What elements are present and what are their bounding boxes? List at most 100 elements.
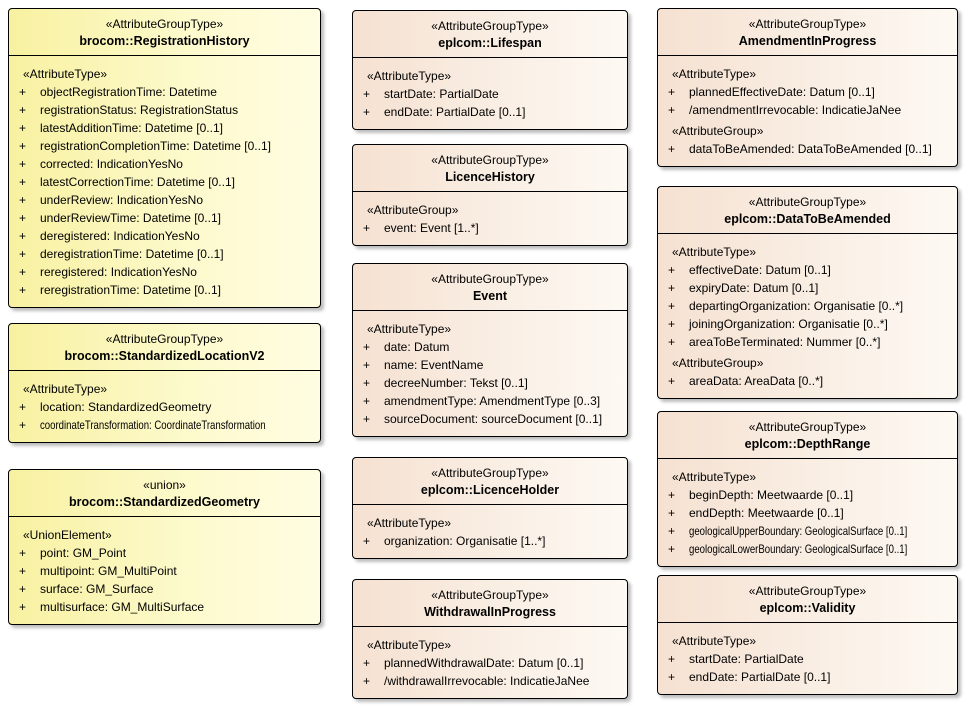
attribute-text: effectiveDate: Datum [0..1]: [689, 263, 831, 277]
attribute-text: startDate: PartialDate: [384, 87, 499, 101]
class-box-eplcom-data-to-be-amended[interactable]: «AttributeGroupType»eplcom::DataToBeAmen…: [657, 186, 958, 399]
column-left: «AttributeGroupType» brocom::Registration…: [8, 8, 321, 625]
attribute-text: amendmentType: AmendmentType [0..3]: [384, 394, 601, 408]
visibility-plus: +: [19, 229, 27, 243]
box-header: «union»brocom::StandardizedGeometry: [9, 470, 320, 517]
box-name: eplcom::Lifespan: [438, 36, 542, 50]
visibility-plus: +: [19, 157, 27, 171]
attribute-text: /withdrawalIrrevocable: IndicatieJaNee: [384, 674, 590, 688]
attribute-row: +location: StandardizedGeometry: [17, 398, 312, 416]
attribute-row: +joiningOrganization: Organisatie [0..*]: [666, 315, 949, 333]
visibility-plus: +: [19, 582, 27, 596]
box-body: «AttributeType» +location: StandardizedGe…: [9, 371, 320, 442]
attribute-section-label: «AttributeType»: [672, 67, 757, 81]
attribute-text: areaToBeTerminated: Nummer [0..*]: [689, 335, 881, 349]
class-box-eplcom-depth-range[interactable]: «AttributeGroupType»eplcom::DepthRange«A…: [657, 411, 958, 567]
box-name: brocom::StandardizedGeometry: [68, 495, 260, 509]
attribute-row: + /withdrawalIrrevocable: IndicatieJaNee: [361, 672, 619, 690]
box-name: eplcom::Validity: [759, 601, 856, 615]
box-name: eplcom::DepthRange: [744, 437, 871, 451]
attribute-row: +decreeNumber: Tekst [0..1]: [361, 374, 619, 392]
attribute-text: point: GM_Point: [40, 546, 127, 560]
box-stereotype: «AttributeGroupType»: [748, 584, 867, 598]
class-box-eplcom-licence-holder[interactable]: «AttributeGroupType»eplcom::LicenceHolde…: [352, 457, 628, 559]
box-stereotype: «union»: [143, 478, 186, 492]
box-body: «AttributeType» +beginDepth: Meetwaarde […: [658, 459, 957, 566]
attribute-row: + deregistered: IndicationYesNo: [17, 227, 312, 245]
visibility-plus: +: [363, 376, 371, 390]
attribute-text: latestCorrectionTime: Datetime [0..1]: [40, 175, 235, 189]
class-box-eplcom-lifespan[interactable]: «AttributeGroupType»eplcom::Lifespan«Att…: [352, 10, 628, 130]
attribute-row: +plannedWithdrawalDate: Datum [0..1]: [361, 654, 619, 672]
attribute-text: plannedWithdrawalDate: Datum [0..1]: [384, 656, 584, 670]
box-stereotype: «AttributeGroupType»: [105, 332, 224, 346]
attribute-text: areaData: AreaData [0..*]: [689, 374, 824, 388]
box-body: «AttributeType»+startDate: PartialDate+e…: [353, 58, 627, 129]
visibility-plus: +: [363, 358, 371, 372]
attribute-row: +reregistrationTime: Datetime [0..1]: [17, 281, 312, 299]
class-box-eplcom-validity[interactable]: «AttributeGroupType»eplcom::Validity«Att…: [657, 575, 958, 695]
visibility-plus: +: [668, 335, 676, 349]
attribute-text: objectRegistrationTime: Datetime: [40, 85, 217, 99]
attribute-text: /amendmentIrrevocable: IndicatieJaNee: [689, 103, 902, 117]
visibility-plus: +: [19, 85, 27, 99]
attribute-row: +sourceDocument: sourceDocument [0..1]: [361, 410, 619, 428]
box-header: «AttributeGroupType»brocom::Standardized…: [9, 324, 320, 371]
attribute-text: registrationStatus: RegistrationStatus: [40, 103, 239, 117]
attribute-row: + registrationCompletionTime: Datetime [0…: [17, 137, 312, 155]
visibility-plus: +: [668, 317, 676, 331]
attribute-row: +beginDepth: Meetwaarde [0..1]: [666, 486, 949, 504]
attribute-row: +latestCorrectionTime: Datetime [0..1]: [17, 173, 312, 191]
box-name: Event: [472, 289, 508, 303]
attribute-text: expiryDate: Datum [0..1]: [689, 281, 819, 295]
attribute-text: latestAdditionTime: Datetime [0..1]: [40, 121, 223, 135]
box-header: «AttributeGroupType»eplcom::Lifespan: [353, 11, 627, 58]
box-body: «AttributeType»+organization: Organisati…: [353, 505, 627, 558]
class-box-brocom-standardized-geometry[interactable]: «union»brocom::StandardizedGeometry«Unio…: [8, 469, 321, 625]
attribute-text: endDate: PartialDate [0..1]: [384, 105, 526, 119]
visibility-plus: +: [19, 139, 27, 153]
class-box-withdrawal-in-progress[interactable]: «AttributeGroupType»WithdrawalInProgress…: [352, 579, 628, 699]
attribute-text: event: Event [1..*]: [384, 221, 479, 235]
box-header: «AttributeGroupType»AmendmentInProgress: [658, 9, 957, 56]
visibility-plus: +: [363, 87, 371, 101]
visibility-plus: +: [19, 546, 27, 560]
attribute-text: registrationCompletionTime: Datetime [0.…: [40, 139, 271, 153]
attribute-row: +coordinateTransformation: CoordinateTra…: [17, 416, 312, 434]
box-name: brocom::RegistrationHistory: [79, 34, 250, 48]
box-header: «AttributeGroupType»eplcom::DepthRange: [658, 412, 957, 459]
attribute-text: deregistered: IndicationYesNo: [40, 229, 200, 243]
attribute-row: + surface: GM_Surface: [17, 580, 312, 598]
attribute-text: departingOrganization: Organisatie [0..*…: [689, 299, 904, 313]
box-name: WithdrawalInProgress: [424, 605, 556, 619]
attribute-section-label: «AttributeType»: [23, 382, 108, 396]
box-body: «AttributeType»+startDate: PartialDate+e…: [658, 623, 957, 694]
box-header: «AttributeGroupType»WithdrawalInProgress: [353, 580, 627, 627]
box-header: «AttributeGroupType»eplcom::LicenceHolde…: [353, 458, 627, 505]
attribute-row: + endDate: PartialDate [0..1]: [361, 103, 619, 121]
attribute-row: + areaToBeTerminated: Nummer [0..*]: [666, 333, 949, 351]
column-middle: «AttributeGroupType»eplcom::Lifespan«Att…: [352, 10, 628, 699]
attribute-text: multisurface: GM_MultiSurface: [40, 600, 205, 614]
class-box-brocom-standardized-location-v2[interactable]: «AttributeGroupType»brocom::Standardized…: [8, 323, 321, 443]
visibility-plus: +: [363, 105, 371, 119]
visibility-plus: +: [363, 674, 371, 688]
attribute-text: endDepth: Meetwaarde [0..1]: [689, 506, 844, 520]
visibility-plus: +: [363, 534, 371, 548]
visibility-plus: +: [668, 524, 676, 538]
visibility-plus: +: [668, 374, 676, 388]
attribute-section-label: «AttributeType»: [672, 470, 757, 484]
class-box-licence-history[interactable]: «AttributeGroupType»LicenceHistory«Attri…: [352, 144, 628, 246]
attribute-row: + areaData: AreaData [0..*]: [666, 372, 949, 390]
column-right: «AttributeGroupType»AmendmentInProgress «…: [657, 8, 958, 695]
attribute-text: deregistrationTime: Datetime [0..1]: [40, 247, 224, 261]
class-box-amendment-in-progress[interactable]: «AttributeGroupType»AmendmentInProgress «…: [657, 8, 958, 167]
visibility-plus: +: [19, 265, 27, 279]
attribute-section-label: «AttributeGroup»: [672, 124, 764, 138]
class-box-brocom-registration-history[interactable]: «AttributeGroupType»brocom::Registration…: [8, 8, 321, 308]
attribute-text: surface: GM_Surface: [40, 582, 154, 596]
class-box-event[interactable]: «AttributeGroupType»Event«AttributeType»…: [352, 263, 628, 437]
attribute-row: + deregistrationTime: Datetime [0..1]: [17, 245, 312, 263]
attribute-row: +corrected: IndicationYesNo: [17, 155, 312, 173]
visibility-plus: +: [19, 247, 27, 261]
